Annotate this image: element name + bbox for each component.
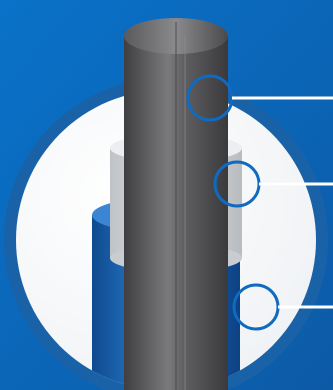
conductor-core <box>124 18 228 390</box>
